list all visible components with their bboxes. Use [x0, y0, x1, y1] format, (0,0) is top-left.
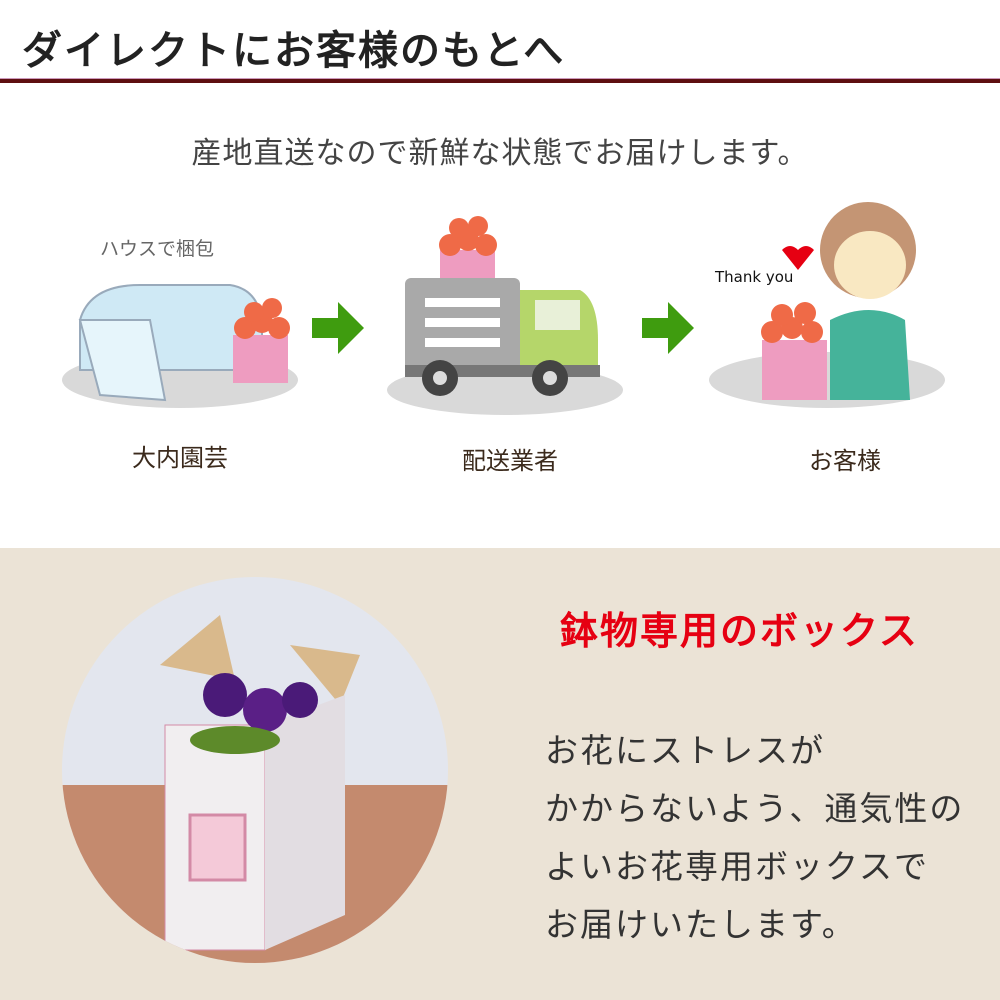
flower-box-photo [62, 577, 448, 963]
customer-icon: Thank you [709, 202, 945, 408]
packing-note: ハウスで梱包 [100, 238, 215, 260]
arrow-icon [642, 302, 694, 354]
box-title: 鉢物専用のボックス [560, 609, 919, 653]
title-divider [0, 78, 1000, 83]
step-label-grower: 大内園芸 [132, 444, 228, 472]
truck-icon [387, 216, 623, 415]
box-description-line: お届けいたします。 [545, 905, 857, 944]
greenhouse-icon [62, 284, 298, 408]
arrow-icon [312, 302, 364, 354]
step-label-carrier: 配送業者 [462, 447, 558, 475]
step-label-customer: お客様 [809, 447, 881, 475]
box-description-line: かからないよう、通気性の [545, 789, 965, 828]
box-description-line: お花にストレスが [545, 731, 825, 770]
box-description-line: よいお花専用ボックスで [545, 847, 930, 886]
box-description: お花にストレスが かからないよう、通気性の よいお花専用ボックスで お届けいたし… [545, 722, 964, 954]
subtitle: 産地直送なので新鮮な状態でお届けします。 [191, 136, 809, 171]
thank-you-text: Thank you [714, 268, 793, 286]
page-title: ダイレクトにお客様のもとへ [22, 28, 566, 74]
delivery-flow-illustration: Thank you [62, 202, 945, 415]
